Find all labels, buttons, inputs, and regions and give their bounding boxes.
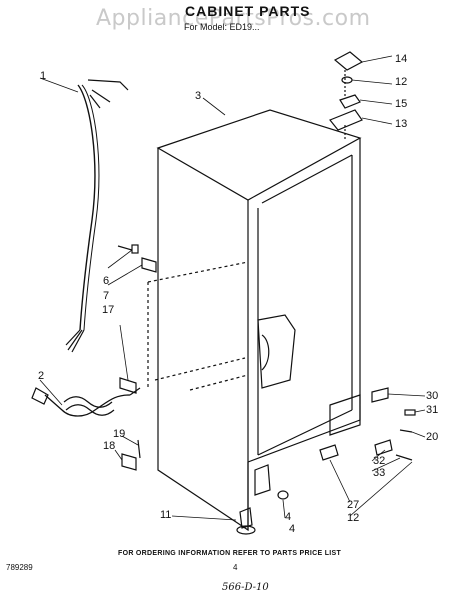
wire-harness <box>77 84 96 331</box>
ordering-note: FOR ORDERING INFORMATION REFER TO PARTS … <box>118 550 342 557</box>
callout-31: 31 <box>426 404 439 416</box>
callout-15: 15 <box>395 98 408 110</box>
model-subtitle: For Model: ED19... <box>184 22 260 32</box>
callout-33: 33 <box>373 467 386 479</box>
page-number: 4 <box>233 563 238 572</box>
callout-1: 1 <box>40 70 47 82</box>
callout-12-bottom: 12 <box>347 512 360 524</box>
callout-11: 11 <box>160 509 172 521</box>
callout-4-bottom: 4 <box>289 523 296 535</box>
callout-32: 32 <box>373 455 386 467</box>
callout-19: 19 <box>113 428 126 440</box>
watermark: AppliancePartsPros.com <box>96 6 371 31</box>
callout-27: 27 <box>347 499 360 511</box>
callout-13: 13 <box>395 118 408 130</box>
callout-7: 7 <box>103 290 110 302</box>
callout-3: 3 <box>195 90 202 102</box>
callout-2: 2 <box>38 370 45 382</box>
cabinet-body <box>156 109 362 201</box>
callout-4: 4 <box>285 511 292 523</box>
power-cord <box>44 394 131 417</box>
callout-17: 17 <box>102 304 115 316</box>
diagram-code: 789289 <box>6 563 33 572</box>
callout-12-top: 12 <box>395 76 408 88</box>
callout-6: 6 <box>103 275 110 287</box>
callout-14: 14 <box>395 53 408 65</box>
callout-20: 20 <box>426 431 439 443</box>
callout-18: 18 <box>103 440 116 452</box>
callout-30: 30 <box>426 390 439 402</box>
page-title: CABINET PARTS <box>185 3 311 19</box>
handwritten-note: 566-D-10 <box>222 582 269 593</box>
